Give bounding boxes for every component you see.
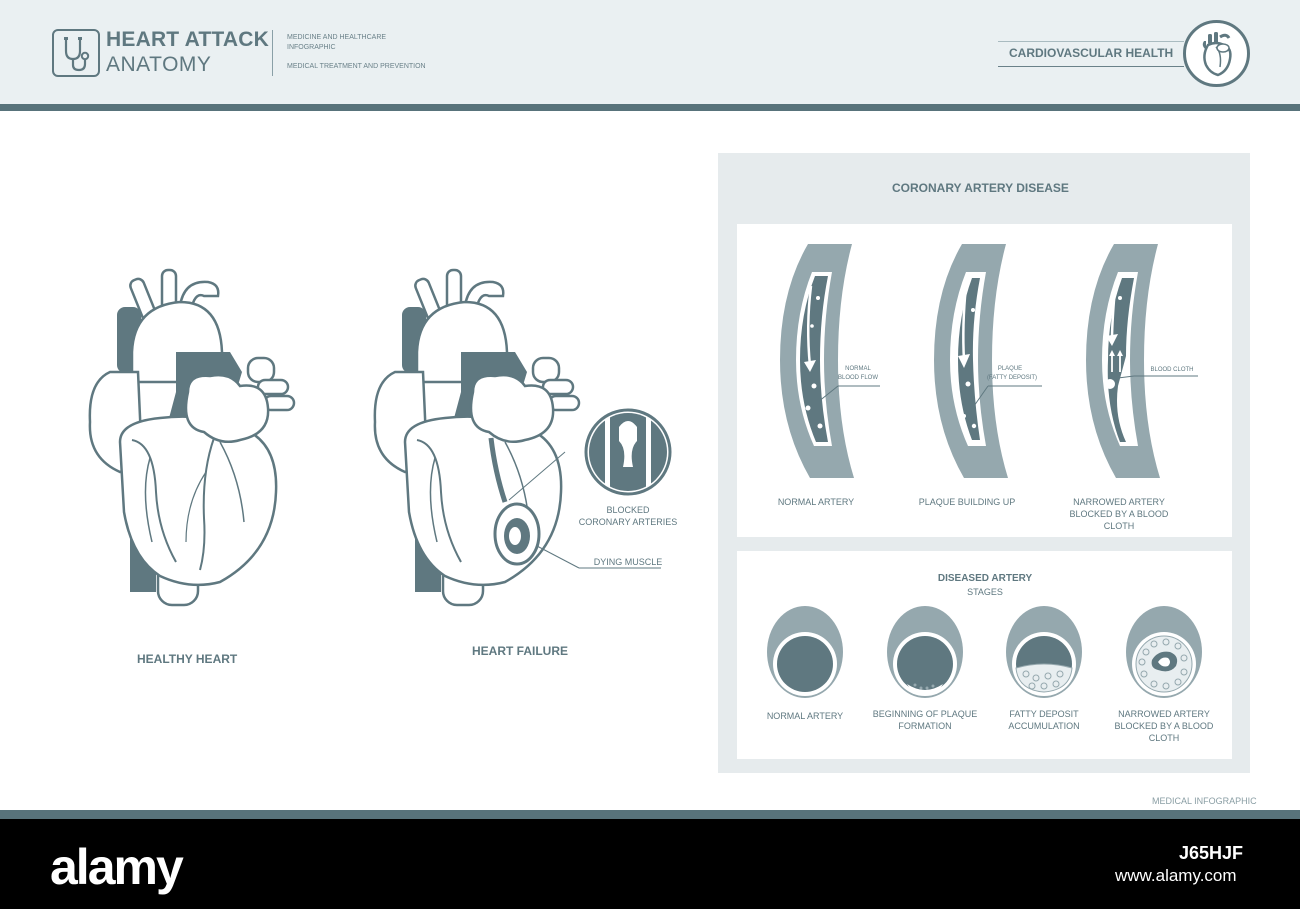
plaque-artery-caption: PLAQUE BUILDING UP <box>918 497 1016 507</box>
normal-artery-illustration <box>780 244 880 478</box>
section-label: CARDIOVASCULAR HEALTH <box>1009 46 1174 60</box>
stages-title: DISEASED ARTERY <box>937 573 1033 584</box>
stock-watermark-bar <box>0 819 1300 909</box>
stock-image-id: J65HJF <box>1179 843 1244 863</box>
heart-failure-illustration <box>373 268 661 607</box>
stage-2-label-1: BEGINNING OF PLAQUE <box>872 709 978 719</box>
blocked-artery-caption-2: BLOCKED BY A BLOOD CLOTH <box>1069 509 1169 531</box>
normal-artery-caption: NORMAL ARTERY <box>777 497 855 507</box>
tagline-line3: MEDICAL TREATMENT AND PREVENTION <box>287 63 426 70</box>
cad-title: CORONARY ARTERY DISEASE <box>892 181 1069 195</box>
page-title: HEART ATTACK <box>106 28 269 51</box>
healthy-heart-illustration <box>88 268 296 607</box>
blood-clot-callout: BLOOD CLOTH <box>1150 367 1194 373</box>
heart-icon <box>1183 20 1250 87</box>
stethoscope-icon <box>52 29 100 77</box>
title-divider <box>272 30 273 76</box>
section-label-rule <box>998 66 1184 67</box>
blocked-artery-illustration <box>1086 244 1198 478</box>
plaque-artery-illustration <box>934 244 1042 478</box>
blocked-artery-magnifier <box>584 408 672 496</box>
footer-divider <box>0 810 1300 819</box>
stages-subtitle: STAGES <box>967 587 1003 597</box>
dying-muscle-label: DYING MUSCLE <box>593 557 663 567</box>
header-bar <box>0 0 1300 104</box>
blocked-artery-caption-1: NARROWED ARTERY <box>1073 497 1165 507</box>
blocked-arteries-label-1: BLOCKED <box>606 505 650 515</box>
header-divider <box>0 104 1300 111</box>
page-subtitle: ANATOMY <box>106 53 212 76</box>
plaque-callout-2: (FATTY DEPOSIT) <box>986 375 1038 381</box>
stage-3-label-1: FATTY DEPOSIT <box>1009 709 1079 719</box>
stage-3-label-2: ACCUMULATION <box>1008 721 1080 731</box>
footer-label: MEDICAL INFOGRAPHIC <box>1152 796 1257 806</box>
healthy-heart-label: HEALTHY HEART <box>137 652 238 666</box>
normal-flow-callout-2: BLOOD FLOW <box>837 375 878 381</box>
blocked-arteries-label-2: CORONARY ARTERIES <box>578 517 678 527</box>
normal-flow-callout-1: NORMAL <box>845 366 871 372</box>
stock-url: www.alamy.com <box>1115 866 1237 885</box>
section-label-rule-top <box>998 41 1184 42</box>
stage-blood-clot <box>1126 606 1202 698</box>
stage-2-label-2: FORMATION <box>898 721 952 731</box>
stage-1-label: NORMAL ARTERY <box>766 711 844 721</box>
stock-logo: alamy <box>50 839 184 895</box>
tagline-line1: MEDICINE AND HEALTHCARE <box>287 34 387 41</box>
stage-plaque-beginning <box>887 606 963 698</box>
plaque-callout-1: PLAQUE <box>997 366 1023 372</box>
heart-failure-label: HEART FAILURE <box>472 644 568 658</box>
stage-4-label-2: BLOCKED BY A BLOOD CLOTH <box>1114 721 1214 743</box>
tagline-line2: INFOGRAPHIC <box>287 44 336 51</box>
stage-normal-artery <box>767 606 843 698</box>
stage-4-label-1: NARROWED ARTERY <box>1118 709 1210 719</box>
stage-fatty-deposit <box>1006 606 1082 698</box>
